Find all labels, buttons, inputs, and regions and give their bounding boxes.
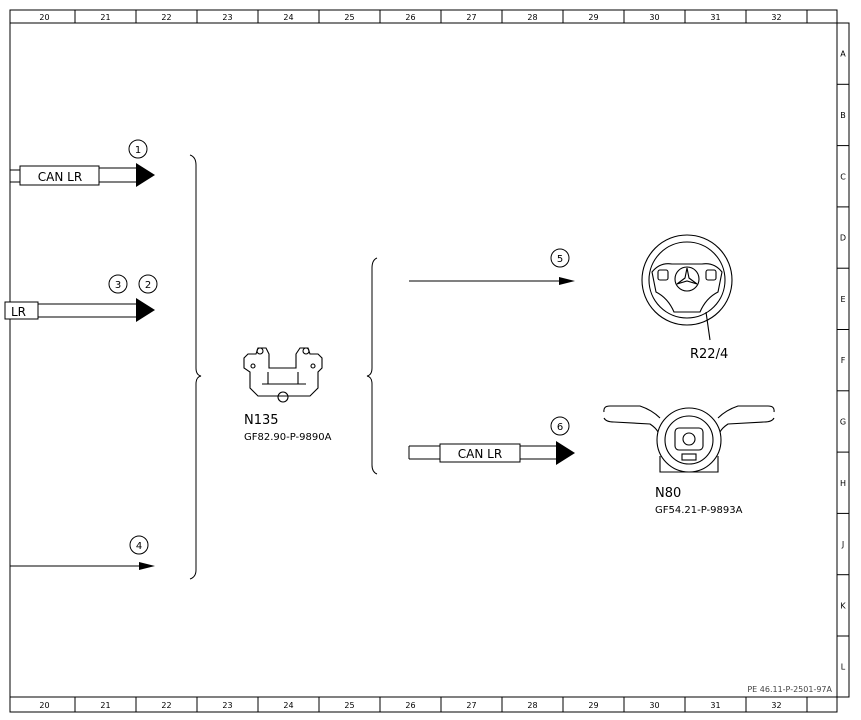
column-label: 29	[588, 701, 598, 710]
n135-label: N135	[244, 413, 279, 428]
connection-3-2: LR 3 2	[4, 274, 158, 322]
column-label: 30	[649, 701, 659, 710]
marker-number-2: 2	[145, 280, 151, 291]
column-label: 26	[405, 701, 415, 710]
row-label: J	[841, 540, 844, 549]
marker-circle-3	[108, 274, 128, 294]
row-label: G	[840, 417, 846, 426]
connection-1: CAN LR 1	[10, 139, 155, 187]
connection-5: 5	[409, 248, 575, 285]
bus-box-6	[439, 443, 521, 463]
column-label: 25	[344, 701, 354, 710]
column-label: 30	[649, 13, 659, 22]
row-label: A	[840, 50, 846, 59]
row-label: K	[840, 601, 846, 610]
column-label: 23	[222, 701, 232, 710]
steering-column-module-icon	[603, 405, 775, 473]
row-label: H	[840, 479, 846, 488]
bus-box-3	[4, 301, 39, 320]
column-label: 20	[39, 13, 49, 22]
bus-label-3: LR	[11, 305, 26, 319]
bus-label-6: CAN LR	[458, 447, 502, 461]
column-label: 25	[344, 13, 354, 22]
column-label: 32	[771, 13, 781, 22]
row-label: E	[840, 295, 845, 304]
row-label: C	[840, 172, 846, 181]
marker-circle-5	[550, 248, 570, 268]
column-label: 26	[405, 13, 415, 22]
column-ruler-top: 20 21 22 23 24 25 26 27 28 29 30 31 32	[39, 10, 808, 23]
row-ruler-right: A B C D E F G H J K L	[837, 50, 849, 672]
connection-6: CAN LR 6	[408, 416, 575, 465]
marker-number-6: 6	[557, 422, 563, 433]
arrow-head-1	[136, 163, 155, 187]
n135-component: N135 GF82.90-P-9890A	[243, 347, 332, 443]
row-label: D	[840, 234, 846, 243]
r22-4-label: R22/4	[690, 347, 728, 362]
column-label: 27	[466, 13, 476, 22]
column-label: 23	[222, 13, 232, 22]
column-label: 24	[283, 701, 293, 710]
column-label: 32	[771, 701, 781, 710]
arrow-head-4	[139, 562, 155, 570]
bus-label-1: CAN LR	[38, 170, 82, 184]
column-label: 28	[527, 701, 537, 710]
column-label: 21	[100, 13, 110, 22]
column-ruler-bottom: 20 21 22 23 24 25 26 27 28 29 30 31 32	[39, 697, 808, 712]
column-label: 24	[283, 13, 293, 22]
r22-4-component: R22/4	[641, 234, 733, 362]
n135-icon	[243, 347, 323, 403]
column-label: 21	[100, 701, 110, 710]
column-label: 28	[527, 13, 537, 22]
left-brace	[189, 154, 202, 580]
arrow-head-6	[556, 441, 575, 465]
row-label: F	[841, 356, 846, 365]
column-label: 31	[710, 13, 720, 22]
bus-box-1	[19, 165, 100, 186]
column-label: 22	[161, 13, 171, 22]
row-label: L	[841, 663, 846, 672]
marker-number-4: 4	[136, 541, 142, 552]
row-label: B	[840, 111, 846, 120]
column-label: 27	[466, 701, 476, 710]
arrow-head-5	[559, 277, 575, 285]
frame	[9, 9, 850, 713]
marker-number-3: 3	[115, 280, 121, 291]
n135-ref: GF82.90-P-9890A	[244, 432, 332, 443]
column-label: 29	[588, 13, 598, 22]
marker-circle-1	[128, 139, 148, 159]
n80-component: N80 GF54.21-P-9893A	[603, 405, 775, 516]
connection-4: 4	[10, 535, 155, 570]
marker-circle-2	[138, 274, 158, 294]
steering-wheel-icon	[641, 234, 733, 341]
marker-number-1: 1	[135, 145, 141, 156]
document-id: PE 46.11-P-2501-97A	[747, 685, 832, 694]
marker-circle-4	[129, 535, 149, 555]
marker-number-5: 5	[557, 254, 563, 265]
n80-label: N80	[655, 486, 681, 501]
column-label: 31	[710, 701, 720, 710]
column-label: 22	[161, 701, 171, 710]
column-label: 20	[39, 701, 49, 710]
marker-circle-6	[550, 416, 570, 436]
n80-ref: GF54.21-P-9893A	[655, 505, 743, 516]
arrow-head-2	[136, 298, 155, 322]
middle-brace	[366, 257, 378, 475]
